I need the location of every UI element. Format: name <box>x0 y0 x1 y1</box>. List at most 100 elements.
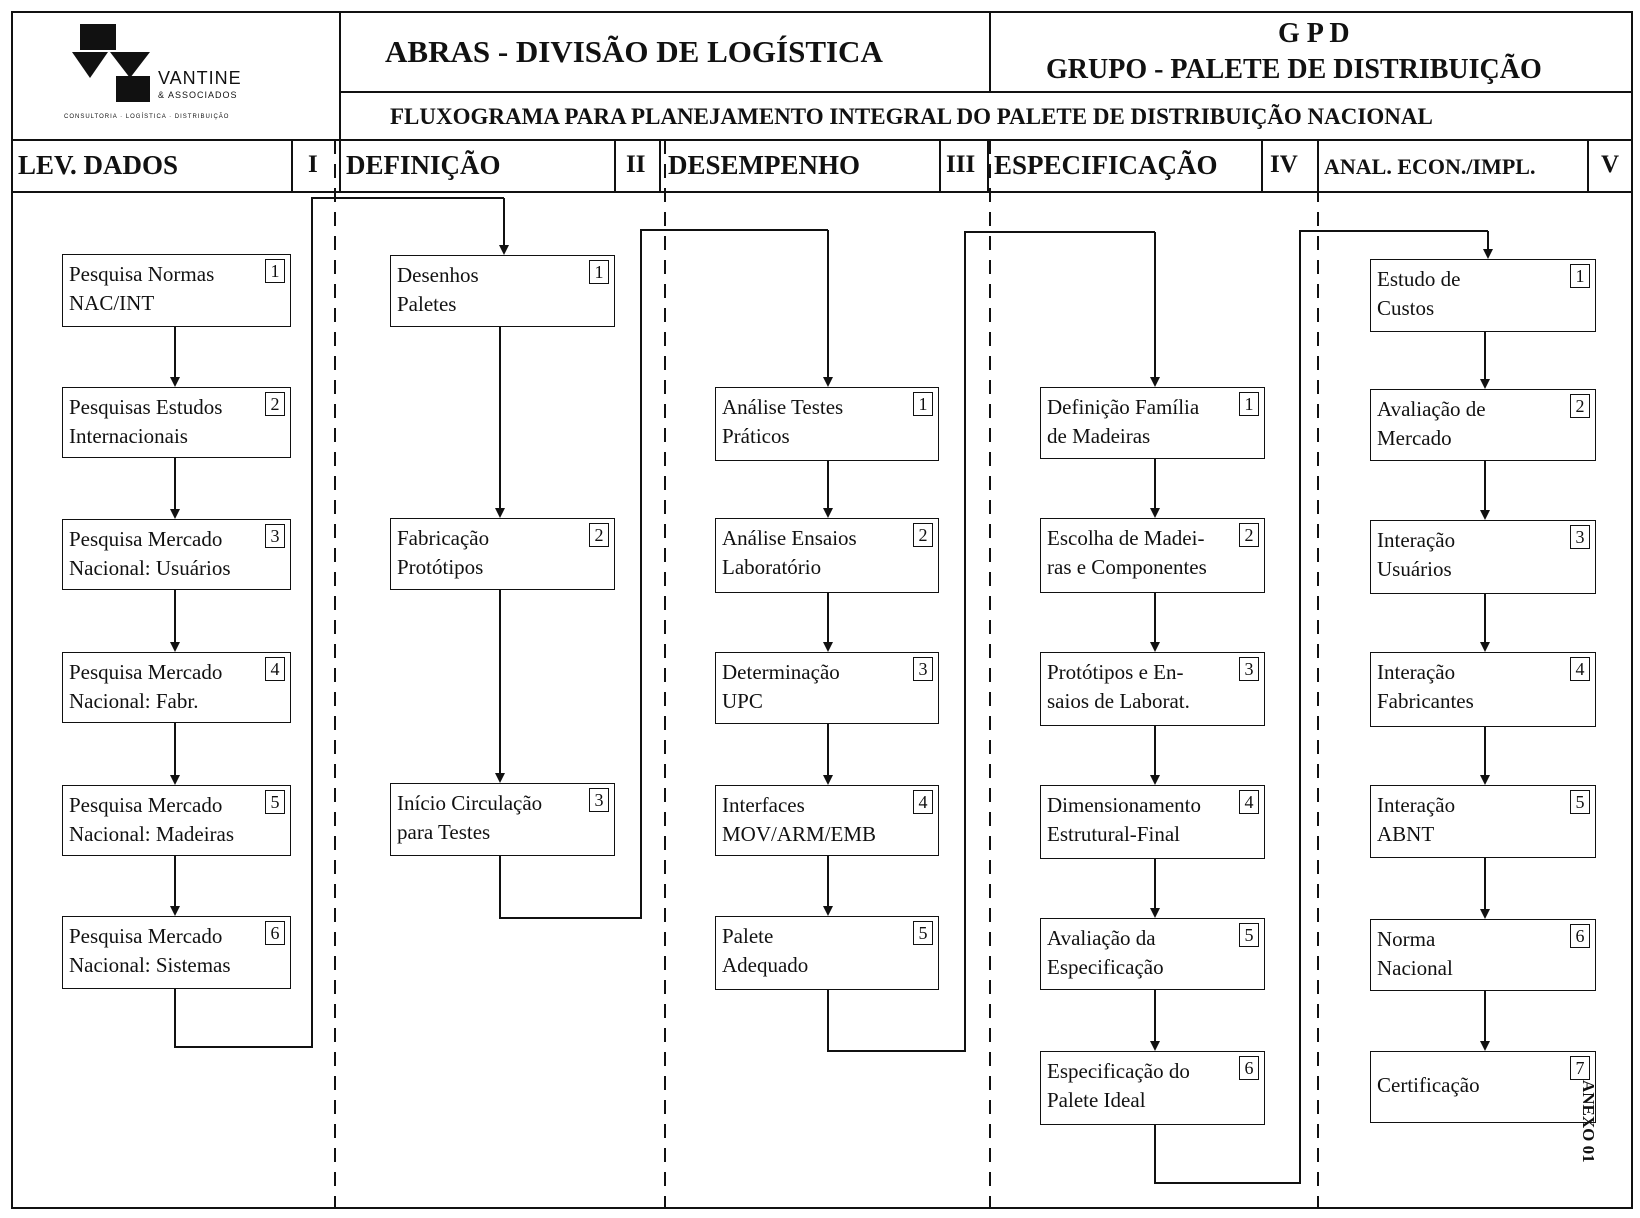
step-box: Pesquisas Estudos Internacionais 2 <box>62 387 291 458</box>
step-label: Determinação UPC <box>722 660 840 713</box>
step-box: Análise Ensaios Laboratório 2 <box>715 518 939 593</box>
step-box: Interação ABNT 5 <box>1370 785 1596 858</box>
step-label: Palete Adequado <box>722 924 809 977</box>
step-label: Pesquisa Mercado Nacional: Sistemas <box>69 924 231 977</box>
page-title: ABRAS - DIVISÃO DE LOGÍSTICA <box>385 34 883 69</box>
step-label: Pesquisa Normas NAC/INT <box>69 262 215 315</box>
step-number: 2 <box>589 523 609 547</box>
step-box: Avaliação da Especificação 5 <box>1040 918 1265 990</box>
step-number: 4 <box>913 790 933 814</box>
step-box: Palete Adequado 5 <box>715 916 939 990</box>
step-label: Norma Nacional <box>1377 927 1453 980</box>
phase-label-4: ESPECIFICAÇÃO <box>994 150 1218 180</box>
step-label: Pesquisa Mercado Nacional: Madeiras <box>69 793 235 846</box>
step-number: 3 <box>1239 657 1259 681</box>
step-label: Avaliação da Especificação <box>1047 926 1164 979</box>
phase-roman-5: V <box>1601 151 1620 178</box>
phase-roman-1: I <box>308 151 318 178</box>
step-box: Pesquisa Mercado Nacional: Fabr. 4 <box>62 652 291 723</box>
step-number: 1 <box>1570 264 1590 288</box>
step-number: 4 <box>1570 657 1590 681</box>
group-title: GRUPO - PALETE DE DISTRIBUIÇÃO <box>1046 54 1542 85</box>
phase-roman-4: IV <box>1270 151 1298 178</box>
step-number: 1 <box>265 259 285 283</box>
step-label: Interação ABNT <box>1377 793 1456 846</box>
step-label: Interação Usuários <box>1377 528 1456 581</box>
step-label: Estudo de Custos <box>1377 267 1461 320</box>
step-number: 2 <box>1570 394 1590 418</box>
phase-label-3: DESEMPENHO <box>668 150 861 180</box>
step-number: 2 <box>913 523 933 547</box>
step-box: Interação Usuários 3 <box>1370 520 1596 594</box>
step-box: Pesquisa Normas NAC/INT 1 <box>62 254 291 327</box>
annex-label: ANEXO 01 <box>1579 1080 1598 1163</box>
step-box: Pesquisa Mercado Nacional: Sistemas 6 <box>62 916 291 989</box>
step-box: Protótipos e En- saios de Laborat. 3 <box>1040 652 1265 726</box>
step-label: Avaliação de Mercado <box>1377 397 1486 450</box>
vantine-logo-mark-icon <box>72 24 150 102</box>
logo-tagline: CONSULTORIA · LOGÍSTICA · DISTRIBUIÇÃO <box>64 114 230 120</box>
step-label: Pesquisa Mercado Nacional: Fabr. <box>69 660 223 713</box>
step-number: 3 <box>265 524 285 548</box>
step-label: Protótipos e En- saios de Laborat. <box>1047 660 1190 713</box>
step-number: 7 <box>1570 1056 1590 1080</box>
step-number: 1 <box>913 392 933 416</box>
step-box: Certificação 7 <box>1370 1051 1596 1123</box>
step-box: Análise Testes Práticos 1 <box>715 387 939 461</box>
step-number: 4 <box>265 657 285 681</box>
step-number: 3 <box>1570 525 1590 549</box>
step-box: Interação Fabricantes 4 <box>1370 652 1596 727</box>
step-label: Pesquisas Estudos Internacionais <box>69 395 223 448</box>
step-number: 3 <box>589 788 609 812</box>
step-number: 1 <box>1239 392 1259 416</box>
phase-label-1: LEV. DADOS <box>18 150 179 180</box>
step-box: Escolha de Madei- ras e Componentes 2 <box>1040 518 1265 593</box>
phase-roman-3: III <box>946 151 976 178</box>
step-number: 2 <box>265 392 285 416</box>
step-box: Definição Família de Madeiras 1 <box>1040 387 1265 459</box>
step-number: 3 <box>913 657 933 681</box>
step-label: Fabricação Protótipos <box>397 526 490 579</box>
step-number: 4 <box>1239 790 1259 814</box>
step-box: Determinação UPC 3 <box>715 652 939 724</box>
flowchart-subtitle: FLUXOGRAMA PARA PLANEJAMENTO INTEGRAL DO… <box>390 104 1433 129</box>
logo-name: VANTINE <box>158 68 242 88</box>
step-box: Início Circulação para Testes 3 <box>390 783 615 856</box>
step-number: 6 <box>1239 1056 1259 1080</box>
step-box: Pesquisa Mercado Nacional: Usuários 3 <box>62 519 291 590</box>
step-label: Interfaces MOV/ARM/EMB <box>722 793 877 846</box>
step-label: Desenhos Paletes <box>397 263 479 316</box>
step-box: Avaliação de Mercado 2 <box>1370 389 1596 461</box>
step-label: Análise Ensaios Laboratório <box>722 526 857 579</box>
phase-roman-2: II <box>626 151 646 178</box>
step-number: 5 <box>265 790 285 814</box>
phase-label-2: DEFINIÇÃO <box>346 150 501 180</box>
step-label: Dimensionamento Estrutural-Final <box>1047 793 1201 846</box>
step-label: Especificação do Palete Ideal <box>1047 1059 1190 1112</box>
step-number: 5 <box>1239 923 1259 947</box>
step-number: 5 <box>1570 790 1590 814</box>
step-box: Desenhos Paletes 1 <box>390 255 615 327</box>
step-box: Norma Nacional 6 <box>1370 919 1596 991</box>
step-label: Pesquisa Mercado Nacional: Usuários <box>69 527 231 580</box>
step-box: Interfaces MOV/ARM/EMB 4 <box>715 785 939 856</box>
step-box: Fabricação Protótipos 2 <box>390 518 615 590</box>
step-box: Dimensionamento Estrutural-Final 4 <box>1040 785 1265 859</box>
step-label: Definição Família de Madeiras <box>1047 395 1200 448</box>
phase-label-5: ANAL. ECON./IMPL. <box>1324 154 1536 179</box>
step-box: Pesquisa Mercado Nacional: Madeiras 5 <box>62 785 291 856</box>
step-number: 5 <box>913 921 933 945</box>
step-label: Certificação <box>1377 1073 1480 1097</box>
step-label: Escolha de Madei- ras e Componentes <box>1047 526 1207 579</box>
step-label: Análise Testes Práticos <box>722 395 844 448</box>
step-label: Início Circulação para Testes <box>397 791 543 844</box>
step-number: 2 <box>1239 523 1259 547</box>
step-number: 6 <box>1570 924 1590 948</box>
step-label: Interação Fabricantes <box>1377 660 1474 713</box>
step-number: 1 <box>589 260 609 284</box>
logo-sub: & ASSOCIADOS <box>158 90 238 100</box>
step-number: 6 <box>265 921 285 945</box>
step-box: Estudo de Custos 1 <box>1370 259 1596 332</box>
vantine-logo: VANTINE & ASSOCIADOS CONSULTORIA · LOGÍS… <box>64 24 292 134</box>
